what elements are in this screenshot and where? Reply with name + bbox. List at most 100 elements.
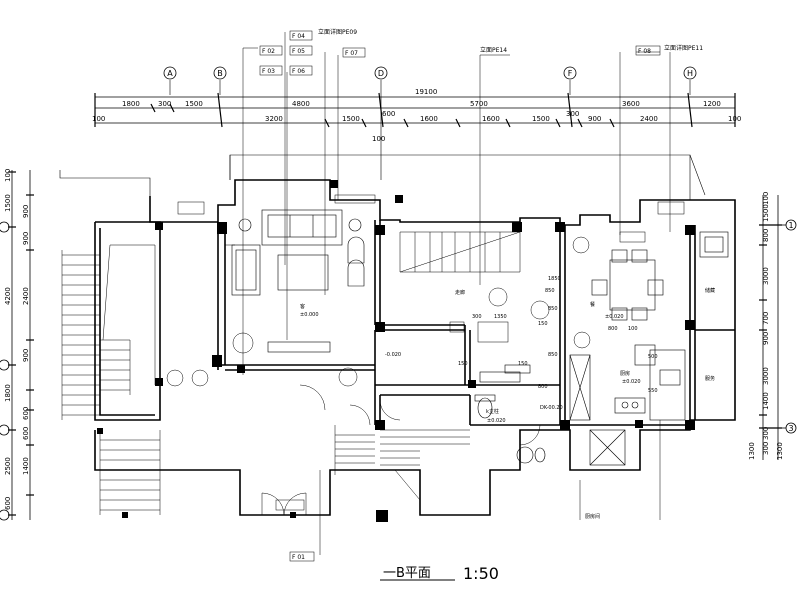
inner-dim-2: 1350 bbox=[494, 314, 507, 320]
axis-bubble-1 bbox=[785, 219, 797, 231]
level-kitchen: ±0.020 bbox=[622, 379, 641, 385]
kitchen-counter bbox=[569, 231, 729, 421]
dining-table bbox=[591, 249, 664, 321]
level-mid: -0.020 bbox=[385, 352, 401, 358]
dim-top-5: 5700 bbox=[470, 100, 488, 108]
dim-left-1: 100 bbox=[4, 169, 12, 182]
callout-pe11: 立面详图PE11 bbox=[664, 44, 703, 52]
callout-f07: F 07 bbox=[345, 50, 358, 57]
dim-left-2: 1500 bbox=[4, 194, 12, 212]
dim-left-8: 1800 bbox=[4, 384, 12, 402]
dim-top-r2-6: 1500 bbox=[532, 115, 550, 123]
dim-right-7: 700 bbox=[762, 312, 770, 325]
dim-top-end-1: 100 bbox=[92, 115, 105, 123]
dim-left-11: 2500 bbox=[4, 457, 12, 475]
room-pantry: 储藏 bbox=[705, 287, 715, 294]
dim-right-12: 1300 bbox=[748, 442, 756, 460]
sofa-set bbox=[231, 209, 365, 296]
axis-label-1: 1 bbox=[788, 221, 793, 230]
dim-top-r2-9: 2400 bbox=[640, 115, 658, 123]
label-dk: DK-00.20 bbox=[540, 405, 563, 411]
inner-dim-14: 550 bbox=[648, 388, 658, 394]
dim-top-r2-4: 1600 bbox=[420, 115, 438, 123]
axis-label-b: B bbox=[217, 69, 223, 78]
dim-left-7: 900 bbox=[22, 349, 30, 362]
axis-label-a: A bbox=[167, 69, 173, 78]
inner-dim-10: 850 bbox=[548, 306, 558, 312]
dim-top-4: 4800 bbox=[292, 100, 310, 108]
axis-bubble-f bbox=[563, 66, 577, 80]
dim-top-end-3: 100 bbox=[372, 135, 385, 143]
dim-top-r2-7: 300 bbox=[566, 110, 579, 118]
room-living: 客 bbox=[300, 303, 305, 310]
dim-right-1: 100 bbox=[762, 192, 770, 205]
axis-label-h: H bbox=[687, 69, 693, 78]
level-dining: ±0.020 bbox=[605, 314, 624, 320]
dim-left-4: 900 bbox=[22, 232, 30, 245]
inner-dim-9: 800 bbox=[538, 384, 548, 390]
axis-label-f: F bbox=[568, 69, 573, 78]
level-living: ±0.000 bbox=[300, 312, 319, 318]
drawing-scale: 1:50 bbox=[463, 564, 499, 583]
outer-walls bbox=[94, 179, 736, 516]
dim-right-9: 1300 bbox=[776, 442, 784, 460]
dim-top-r2-3: 600 bbox=[382, 110, 395, 118]
dim-top-1: 1800 bbox=[122, 100, 140, 108]
doors bbox=[261, 384, 541, 516]
dim-left-5: 4200 bbox=[4, 287, 12, 305]
room-corridor: 走廊 bbox=[455, 289, 465, 296]
callout-f08: F 08 bbox=[638, 48, 651, 55]
stairs-left bbox=[61, 250, 161, 515]
inner-dim-3: 850 bbox=[548, 352, 558, 358]
dim-right-2: 1500 bbox=[762, 204, 770, 222]
inner-dim-13: 500 bbox=[648, 354, 658, 360]
dim-right-10: 300 bbox=[762, 427, 770, 440]
dim-right-4: 3000 bbox=[762, 267, 770, 285]
axis-bubble-h bbox=[683, 66, 697, 80]
label-k: k立柱 bbox=[486, 408, 499, 415]
dim-left-3: 900 bbox=[22, 205, 30, 218]
dim-top-r2-8: 900 bbox=[588, 115, 601, 123]
room-dining: 餐 bbox=[590, 301, 595, 308]
dim-right-8: 900 bbox=[762, 332, 770, 345]
dim-left-9: 600 bbox=[22, 407, 30, 420]
callout-f01: F 01 bbox=[292, 554, 305, 561]
bathroom-fixtures bbox=[474, 364, 546, 464]
dim-top-r2-1: 3200 bbox=[265, 115, 283, 123]
dim-left-13: 600 bbox=[4, 497, 12, 510]
inner-dim-4: 1850 bbox=[548, 276, 561, 282]
level-bath: ±0.020 bbox=[487, 418, 506, 424]
dim-top-7: 1200 bbox=[703, 100, 721, 108]
dim-left-10: 600 bbox=[22, 427, 30, 440]
dim-top-r2-5: 1600 bbox=[482, 115, 500, 123]
room-storage: 厨房间 bbox=[585, 513, 600, 520]
inner-dim-6: 150 bbox=[518, 361, 528, 367]
inner-dim-8: 300 bbox=[472, 314, 482, 320]
shaft bbox=[589, 429, 626, 466]
callout-f03: F 03 bbox=[262, 68, 275, 75]
callout-f02: F 02 bbox=[262, 48, 275, 55]
inner-dim-11: 800 bbox=[608, 326, 618, 332]
dim-top-2: 300 bbox=[158, 100, 171, 108]
callout-f05: F 05 bbox=[292, 48, 305, 55]
room-service: 服务 bbox=[705, 375, 715, 382]
axis-bubble-a bbox=[163, 66, 177, 80]
stairs-upper bbox=[399, 231, 521, 273]
callout-f06: F 06 bbox=[292, 68, 305, 75]
dim-left-6: 2400 bbox=[22, 287, 30, 305]
axis-label-d: D bbox=[378, 69, 384, 78]
dim-right-3: 800 bbox=[762, 229, 770, 242]
dim-top-6: 3600 bbox=[622, 100, 640, 108]
dim-top-r2-2: 1500 bbox=[342, 115, 360, 123]
stairs-center bbox=[334, 425, 470, 501]
callout-pe14: 立面PE14 bbox=[480, 46, 507, 54]
dim-right-5: 3000 bbox=[762, 367, 770, 385]
axis-label-3: 3 bbox=[788, 424, 793, 433]
inner-dim-5: 150 bbox=[458, 361, 468, 367]
drawing-title: 一B平面 bbox=[383, 566, 431, 581]
axis-bubble-b bbox=[213, 66, 227, 80]
inner-dim-1: 850 bbox=[545, 288, 555, 294]
callout-f04: F 04 bbox=[292, 33, 305, 40]
inner-dim-7: 150 bbox=[538, 321, 548, 327]
